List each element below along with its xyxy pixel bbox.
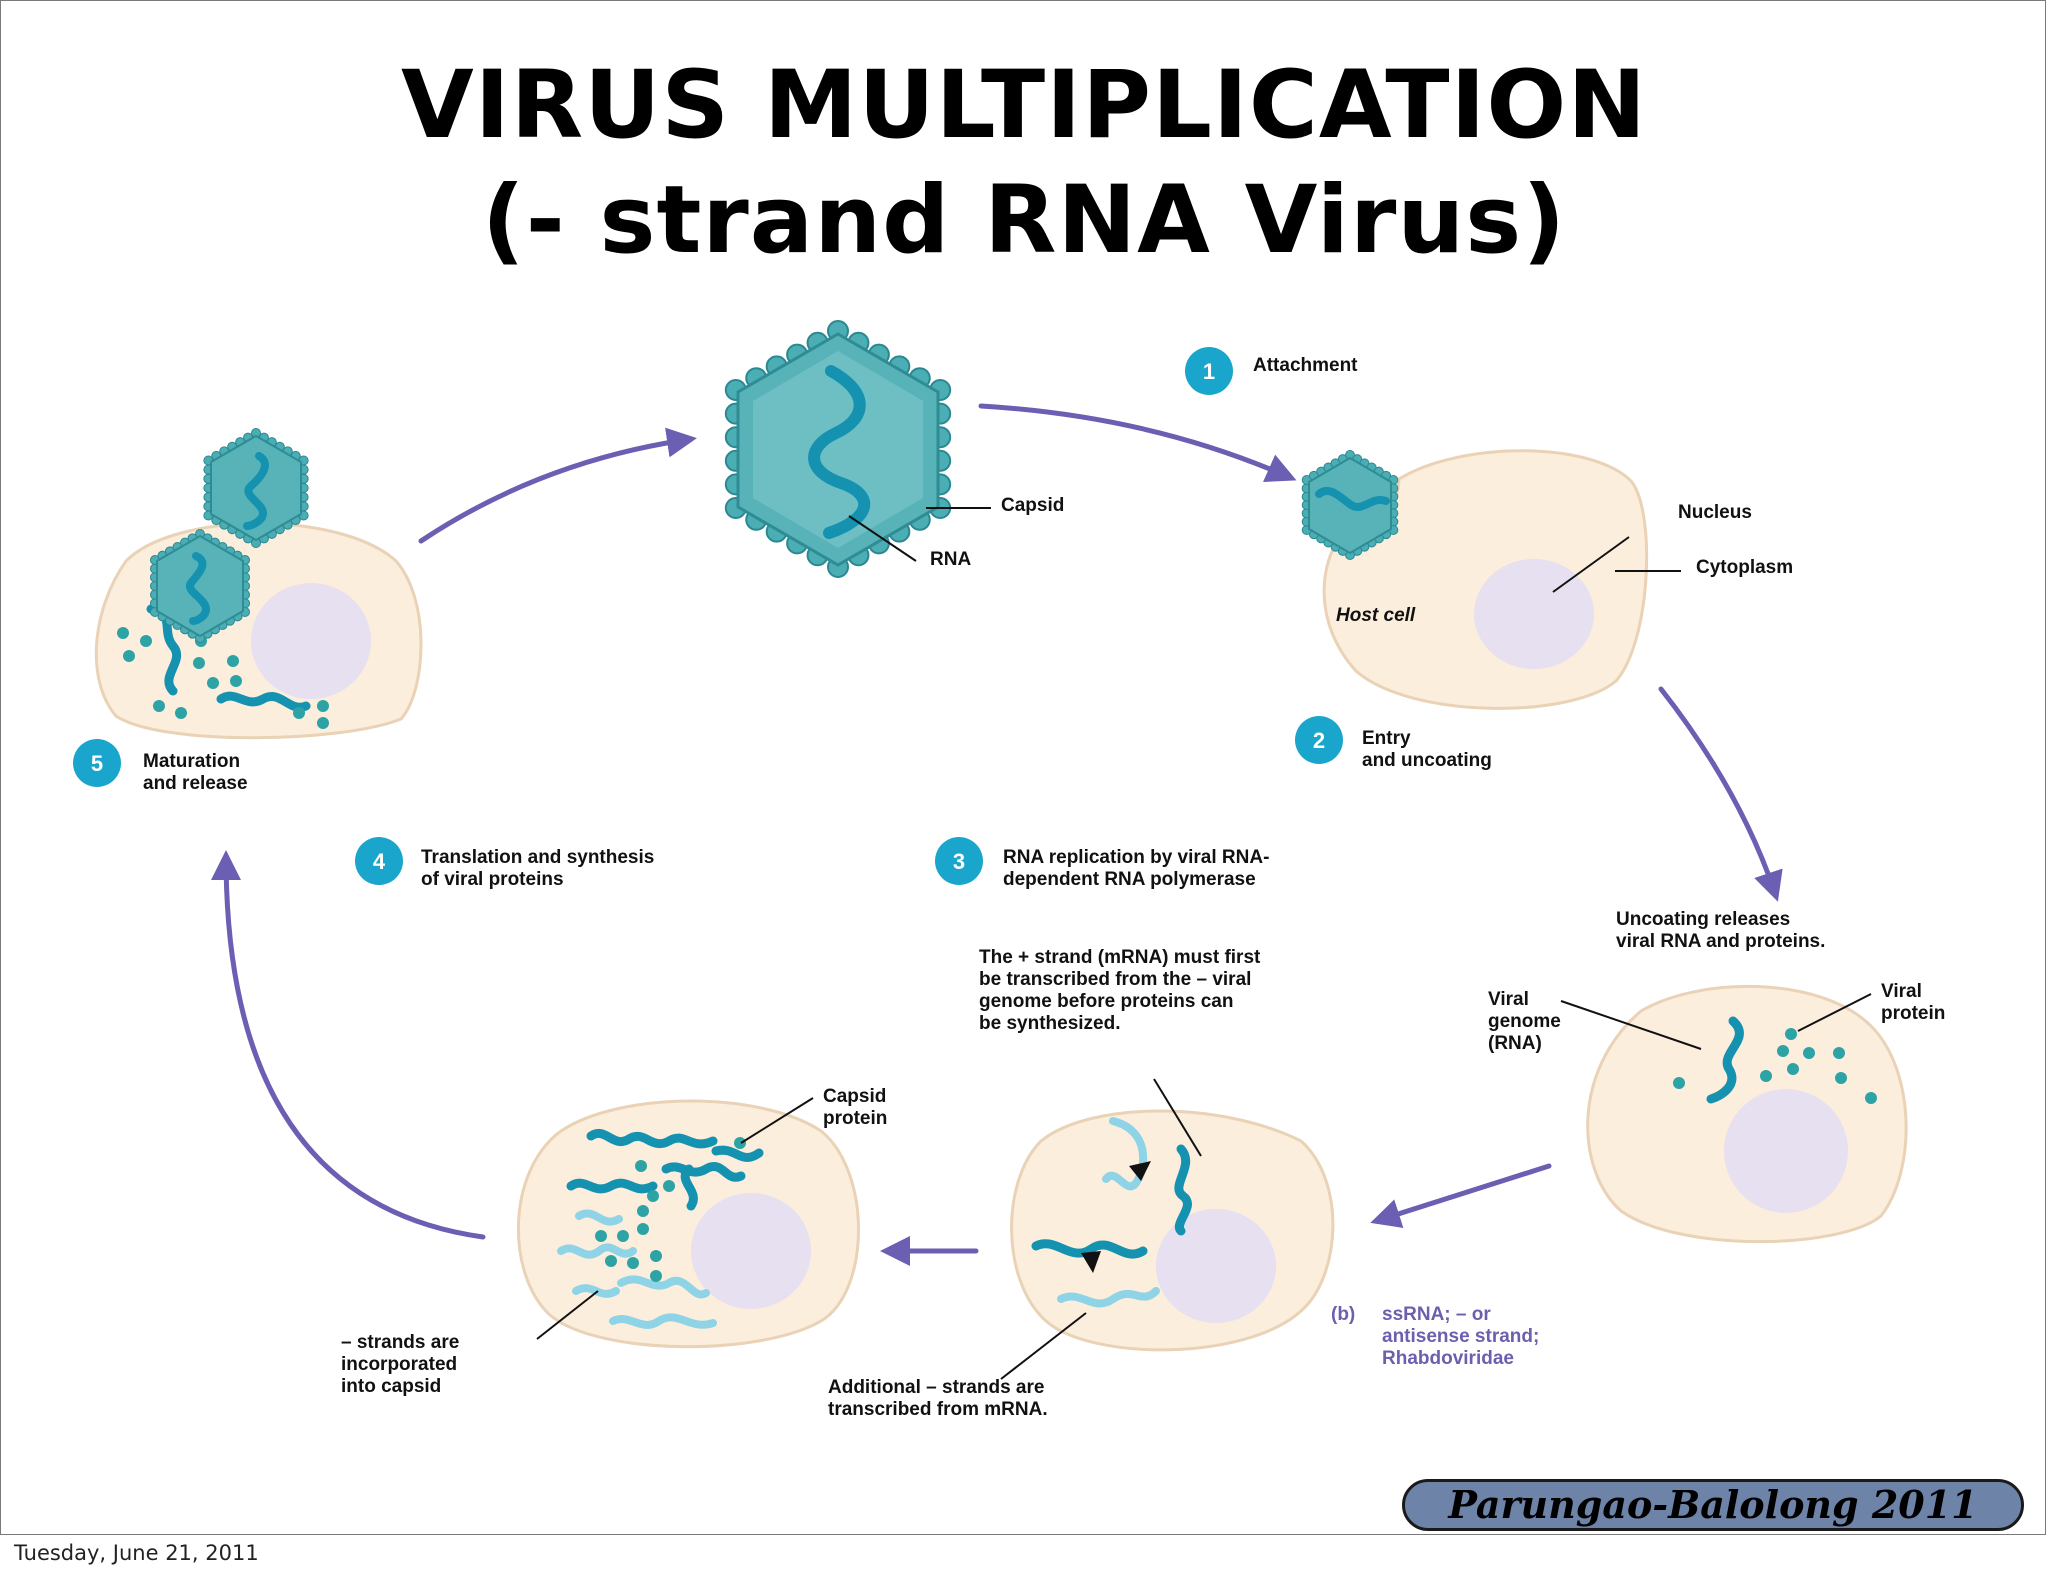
arrow-uncoating-to-replication [1370, 1163, 1552, 1229]
step-3-label: RNA replication by viral RNA- dependent … [1003, 847, 1275, 890]
incorporated-label: – strands are incorporated into capsid [341, 1332, 465, 1397]
rna-label: RNA [930, 549, 971, 570]
virion-rna [808, 365, 871, 539]
budding-virion-top [203, 428, 309, 548]
uncoating-note: Uncoating releases viral RNA and protein… [1616, 909, 1825, 952]
maturation-cell [94, 522, 423, 740]
minus-strand-b [1057, 1287, 1160, 1308]
footer-date: Tuesday, June 21, 2011 [14, 1541, 259, 1565]
replication-cell [1010, 1109, 1335, 1352]
credit-badge: Parungao-Balolong 2011 [1402, 1479, 2024, 1531]
panel-letter: (b) [1331, 1304, 1355, 1325]
uncoating-cell [1586, 984, 1908, 1244]
plus-strand-b [1031, 1239, 1148, 1259]
step-3: 3 RNA replication by viral RNA- dependen… [935, 837, 1275, 890]
cycle-arrows [211, 403, 1783, 1266]
arrow-translation-up [211, 850, 486, 1240]
cytoplasm-label: Cytoplasm [1696, 557, 1793, 578]
host-cell-nucleus [1474, 559, 1594, 669]
viral-genome-strand [1706, 1016, 1744, 1104]
step-4-number: 4 [373, 849, 386, 874]
step-5-number: 5 [91, 751, 103, 776]
host-cell-label: Host cell [1336, 605, 1416, 626]
attaching-virion [1301, 450, 1399, 560]
step-1-label: Attachment [1253, 355, 1358, 376]
free-virion [724, 320, 991, 578]
step-2: 2 Entry and uncoating [1295, 716, 1492, 771]
step-1-number: 1 [1203, 359, 1215, 384]
polymerase-b [1081, 1251, 1101, 1273]
additional-strands-note: Additional – strands are transcribed fro… [828, 1377, 1050, 1420]
step-3-number: 3 [953, 849, 965, 874]
arrow-entry-down [1658, 686, 1783, 902]
arrow-virion-to-attachment [978, 403, 1297, 483]
title-line-2: (- strand RNA Virus) [481, 166, 1567, 275]
step-4-label: Translation and synthesis of viral prote… [421, 847, 660, 890]
budding-virion-inner [149, 529, 251, 643]
host-cell [1322, 449, 1649, 710]
polymerase-a [1129, 1161, 1151, 1181]
capsid-label: Capsid [1001, 495, 1064, 516]
viral-genome-label: Viral genome (RNA) [1488, 989, 1566, 1054]
viral-protein-label: Viral protein [1881, 981, 1945, 1024]
title-line-1: VIRUS MULTIPLICATION [400, 51, 1648, 160]
assembly-cell [517, 1099, 860, 1349]
arrow-release-to-virion [418, 427, 697, 544]
step-2-label: Entry and uncoating [1362, 728, 1492, 771]
panel-note: ssRNA; – or antisense strand; Rhabdoviri… [1382, 1304, 1545, 1369]
step-5-label: Maturation and release [143, 751, 248, 794]
slide: VIRUS MULTIPLICATION (- strand RNA Virus… [0, 0, 2046, 1535]
plus-strand-a [1174, 1144, 1192, 1236]
step-5: 5 Maturation and release [73, 739, 248, 794]
mrna-note: The + strand (mRNA) must first be transc… [979, 947, 1266, 1034]
minus-strand-a [1102, 1117, 1148, 1191]
step-1: 1 Attachment [1185, 347, 1358, 395]
virus-cycle-diagram: Capsid RNA Host cell Nucleus Cytoplasm 1… [73, 320, 1945, 1420]
step-2-number: 2 [1313, 728, 1325, 753]
capsid-protein-label: Capsid protein [823, 1086, 892, 1129]
nucleus-label: Nucleus [1678, 502, 1752, 523]
step-4: 4 Translation and synthesis of viral pro… [355, 837, 660, 890]
